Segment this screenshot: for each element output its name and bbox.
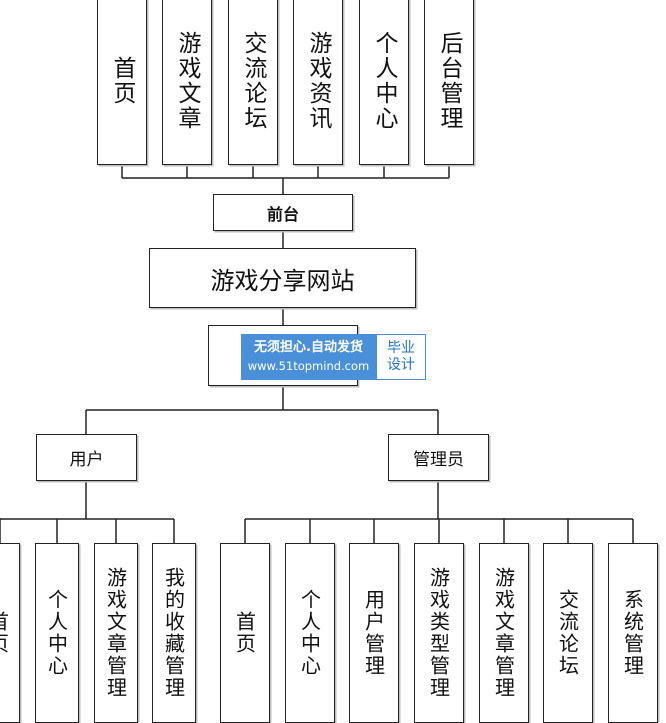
admin-module-system-mgmt: 系统管理 [608, 543, 658, 723]
watermark-text-block: 无须担心.自动发货 www.51topmind.com [241, 334, 376, 380]
frontend-label: 前台 [266, 204, 299, 224]
user-module-label: 个人中心 [44, 589, 69, 677]
role-admin-label: 管理员 [413, 450, 464, 470]
watermark-badge-line1: 毕业 [387, 340, 415, 356]
frontend-node: 前台 [213, 194, 353, 231]
admin-module-home: 首页 [220, 543, 270, 723]
admin-module-user-mgmt: 用户管理 [349, 543, 399, 723]
admin-module-label: 游戏文章管理 [491, 567, 516, 699]
root-label: 游戏分享网站 [210, 266, 355, 295]
user-module-article-mgmt: 游戏文章管理 [94, 543, 138, 723]
watermark-line2: www.51topmind.com [247, 359, 370, 373]
admin-module-label: 用户管理 [361, 589, 386, 677]
top-module-label: 游戏资讯 [305, 30, 331, 131]
top-module-personal-center: 个人中心 [359, 0, 409, 165]
admin-module-game-type-mgmt: 游戏类型管理 [414, 543, 464, 723]
role-user-label: 用户 [69, 450, 104, 470]
user-module-personal-center: 个人中心 [35, 543, 79, 723]
top-module-label: 后台管理 [436, 30, 462, 131]
top-module-label: 首页 [109, 55, 135, 106]
watermark-line1: 无须担心.自动发货 [254, 340, 363, 355]
admin-module-label: 游戏类型管理 [426, 567, 451, 699]
role-user: 用户 [36, 434, 137, 481]
top-module-label: 个人中心 [371, 30, 397, 131]
top-module-home: 首页 [97, 0, 147, 165]
role-admin: 管理员 [388, 434, 489, 481]
top-module-game-news: 游戏资讯 [293, 0, 343, 165]
user-module-label: 首页 [0, 611, 10, 655]
top-module-label: 游戏文章 [174, 30, 200, 131]
user-module-label: 游戏文章管理 [103, 567, 128, 699]
top-module-label: 交流论坛 [240, 30, 266, 131]
user-module-label: 我的收藏管理 [161, 567, 186, 699]
user-module-home: 首页 [0, 543, 20, 723]
admin-module-article-mgmt: 游戏文章管理 [479, 543, 529, 723]
user-module-favorites-mgmt: 我的收藏管理 [152, 543, 196, 723]
admin-module-label: 首页 [232, 611, 257, 655]
top-module-game-articles: 游戏文章 [162, 0, 212, 165]
admin-module-forum: 交流论坛 [543, 543, 593, 723]
admin-module-label: 系统管理 [620, 589, 645, 677]
admin-module-label: 个人中心 [297, 589, 322, 677]
root-node: 游戏分享网站 [149, 248, 416, 308]
top-module-forum: 交流论坛 [228, 0, 278, 165]
watermark: 无须担心.自动发货 www.51topmind.com 毕业 设计 [241, 334, 426, 380]
admin-module-label: 交流论坛 [555, 589, 580, 677]
watermark-badge: 毕业 设计 [376, 334, 426, 380]
admin-module-personal-center: 个人中心 [285, 543, 335, 723]
watermark-badge-line2: 设计 [387, 357, 415, 373]
top-module-backend-admin: 后台管理 [424, 0, 474, 165]
